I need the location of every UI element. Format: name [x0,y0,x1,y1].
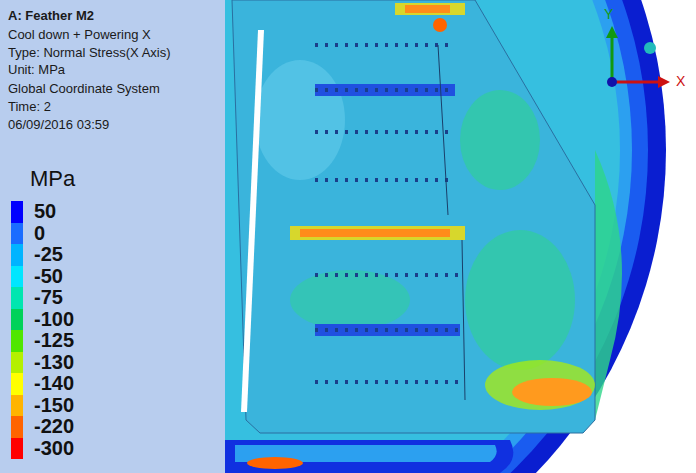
hot-spot [395,3,465,15]
contour-patch [485,360,595,410]
hot-spot [247,457,303,469]
legend-value: 50 [34,201,56,223]
legend-value: -75 [34,287,63,309]
legend-value: 0 [34,223,45,245]
info-line: Time: 2 [8,99,51,115]
legend-swatch [11,416,23,438]
legend-value: -140 [34,373,74,395]
info-line: 06/09/2016 03:59 [8,117,109,133]
hot-spot [433,18,447,32]
contour-patch [595,150,622,420]
legend-swatch [11,244,23,266]
contour-patch [460,90,540,190]
hole-row [315,324,460,336]
base-frame [225,440,513,473]
legend-swatch [11,373,23,395]
legend-value: -25 [34,244,63,266]
info-line: Cool down + Powering X [8,27,151,43]
hot-spot [405,5,450,13]
hot-spot [300,229,450,237]
contour-patch [255,60,345,180]
legend-swatch [11,352,23,374]
legend-value: -125 [34,330,74,352]
legend-swatch [11,223,23,245]
outer-ring [0,0,666,473]
info-line: Type: Normal Stress(X Axis) [8,45,171,61]
legend-value: -150 [34,395,74,417]
legend-value: -100 [34,309,74,331]
ring-band [0,0,632,473]
legend-value: -50 [34,266,63,288]
legend-swatch [11,201,23,223]
seam-lines [438,45,465,400]
hole-row [315,84,455,96]
legend-value: -300 [34,438,74,460]
legend-swatch [11,330,23,352]
axis-triad [606,26,670,88]
legend-swatch [11,395,23,417]
legend-swatch [11,309,23,331]
info-line: Unit: MPa [8,62,65,78]
info-panel [0,0,225,473]
edge-strip [241,30,264,412]
housing-region [0,0,620,473]
contour-patch [290,270,410,330]
legend-value: -130 [34,352,74,374]
hot-spot [512,378,592,406]
result-title: A: Feather M2 [8,8,94,24]
info-line: Global Coordinate System [8,81,160,97]
axis-label: Y [604,6,613,23]
legend-unit: MPa [30,166,75,192]
contour-patch [465,230,575,370]
hole-rows [315,45,460,382]
legend-swatch [11,266,23,288]
ring-band [0,0,648,473]
plate [232,0,595,433]
axis-label: X [676,73,685,90]
legend-value: -220 [34,416,74,438]
hot-spot [290,226,465,240]
legend-swatch [11,287,23,309]
legend-swatch [11,438,23,460]
